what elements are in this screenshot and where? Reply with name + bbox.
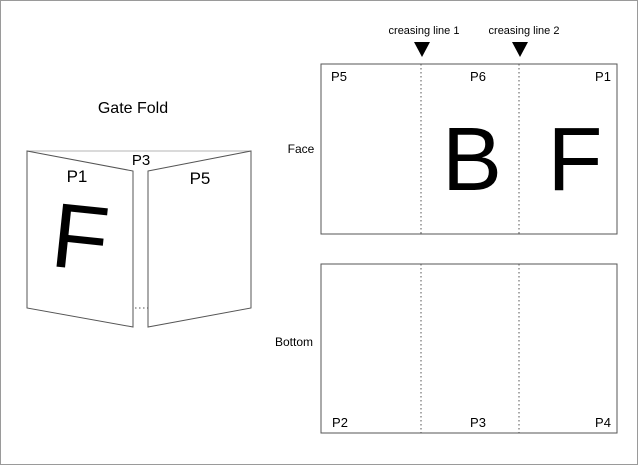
face-sheet-border: [320, 63, 618, 235]
face-letter-b: B: [442, 110, 502, 210]
diagram-title: Gate Fold: [98, 100, 168, 117]
bottom-panel-label-p2: P2: [332, 415, 348, 430]
gate-fold-illustration: P1 P5 P3 F: [26, 150, 252, 328]
bottom-panel-label-p3: P3: [470, 415, 486, 430]
crease-label-1: creasing line 1: [389, 25, 460, 37]
left-flap: [26, 150, 134, 328]
bottom-panel-label-p4: P4: [595, 415, 611, 430]
right-flap-label: P5: [190, 169, 211, 188]
bottom-side-label: Bottom: [275, 335, 313, 349]
face-side-label: Face: [288, 142, 315, 156]
bottom-sheet-border: [320, 263, 618, 434]
face-sheet: P5 P6 P1 B F: [320, 63, 618, 235]
middle-panel-label: P3: [132, 152, 150, 169]
face-panel-label-p5: P5: [331, 69, 347, 84]
right-flap: [147, 150, 252, 328]
crease-arrow-2: [512, 42, 528, 57]
crease-label-2: creasing line 2: [489, 25, 560, 37]
crease-arrow-1: [414, 42, 430, 57]
face-panel-label-p1: P1: [595, 69, 611, 84]
big-letter-f: F: [47, 184, 114, 291]
face-panel-label-p6: P6: [470, 69, 486, 84]
bottom-sheet: P2 P3 P4: [320, 263, 618, 434]
face-letter-f: F: [548, 110, 603, 210]
left-flap-label: P1: [67, 167, 88, 186]
